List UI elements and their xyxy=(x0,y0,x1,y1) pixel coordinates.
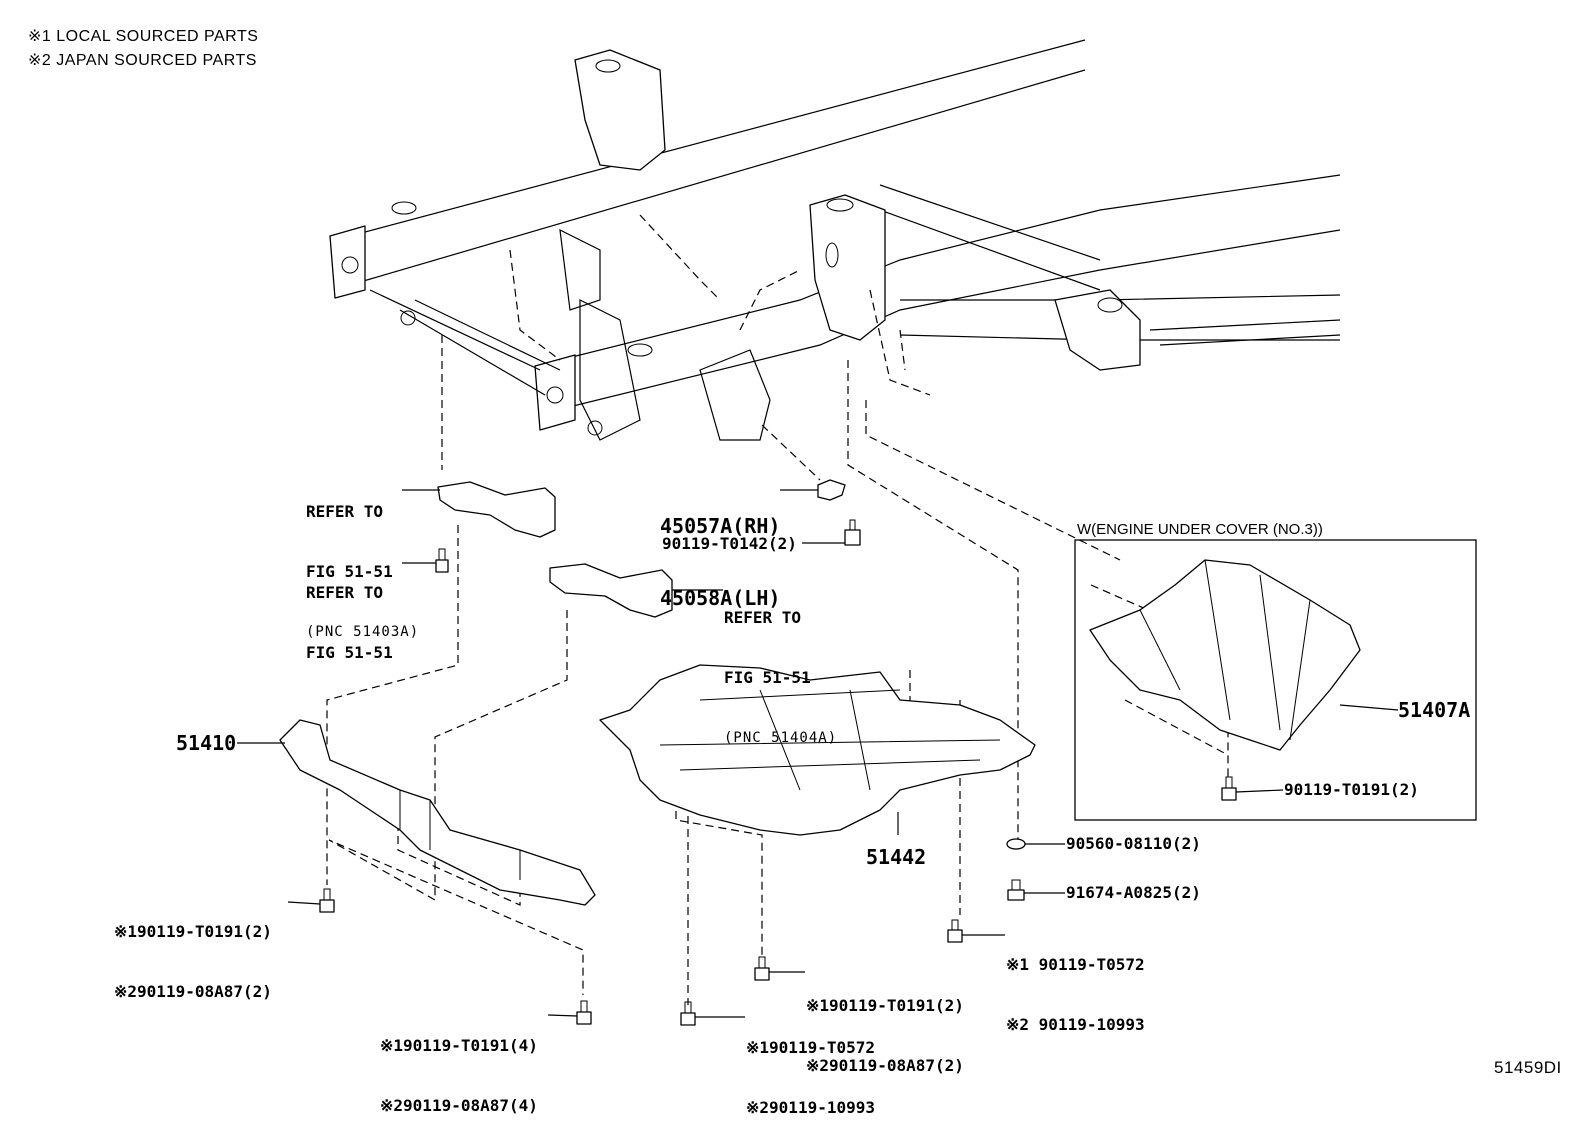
engine-under-cover-51442 xyxy=(599,664,1036,836)
bolt-90119-t0142 xyxy=(844,519,861,546)
engine-under-cover-51410 xyxy=(279,719,596,906)
part-number-51442: 51442 xyxy=(866,845,927,869)
bolt-refer-fig-51-51 xyxy=(435,548,449,573)
part-number-90560-08110: 90560-08110(2) xyxy=(1066,834,1201,853)
part-number-91674-a0825: 91674-A0825(2) xyxy=(1066,883,1201,902)
part-number-90119-t0191-center: ※190119-T0191(2) ※290119-08A87(2) xyxy=(806,996,964,1075)
part-number-90119-t0572-left: ※190119-T0572 ※290119-10993 xyxy=(746,1038,875,1117)
part-number-90119-t0572-right: ※1 90119-T0572 ※2 90119-10993 xyxy=(1006,955,1145,1034)
bolt-90119-t0572-left xyxy=(680,1001,696,1026)
legend-note-japan: ※2 JAPAN SOURCED PARTS xyxy=(28,52,257,69)
bolt-inset-90119-t0191 xyxy=(1221,776,1237,801)
bolt-90119-t0191-center xyxy=(754,956,770,981)
part-number-90119-t0142: 90119-T0142(2) xyxy=(662,534,797,553)
refer-to-label-a: REFER TO FIG 51-51 (PNC 51403A) xyxy=(306,502,420,640)
legend-note-local: ※1 LOCAL SOURCED PARTS xyxy=(28,28,259,45)
frame-bracket-51404a xyxy=(549,563,673,618)
parts-diagram-drawing xyxy=(237,39,1477,1026)
figure-id: 51459DI xyxy=(1494,1058,1562,1077)
part-number-inset-90119-t0191: 90119-T0191(2) xyxy=(1284,780,1419,799)
inset-title: W(ENGINE UNDER COVER (NO.3)) xyxy=(1077,521,1323,538)
part-number-51407a: 51407A xyxy=(1398,698,1471,722)
washer-90560-08110 xyxy=(1006,838,1026,850)
bracket-45057a xyxy=(817,479,846,501)
frame-bracket-51403a xyxy=(437,481,556,538)
refer-to-label-b: REFER TO FIG 51-51 xyxy=(306,583,393,662)
vehicle-frame-illustration xyxy=(329,39,1341,441)
label-leader-lines xyxy=(237,489,1399,1018)
part-number-45057a-45058a: 45057A(RH) 45058A(LH) xyxy=(660,514,781,610)
part-number-90119-t0191-51410-left: ※190119-T0191(2) ※290119-08A87(2) xyxy=(114,922,272,1001)
bolt-90119-t0191-51410-left xyxy=(319,888,335,913)
bolt-90119-t0191-51410-right xyxy=(576,1000,592,1025)
engine-under-cover-no3-51407a xyxy=(1089,559,1361,751)
bolt-90119-t0572-right xyxy=(947,919,963,943)
refer-to-label-c: REFER TO FIG 51-51 (PNC 51404A) xyxy=(724,608,838,746)
part-number-90119-t0191-51410-right: ※190119-T0191(4) ※290119-08A87(4) xyxy=(380,1036,538,1115)
inset-frame xyxy=(1074,539,1477,821)
clip-91674-a0825 xyxy=(1007,879,1025,901)
part-number-51410: 51410 xyxy=(176,731,237,755)
